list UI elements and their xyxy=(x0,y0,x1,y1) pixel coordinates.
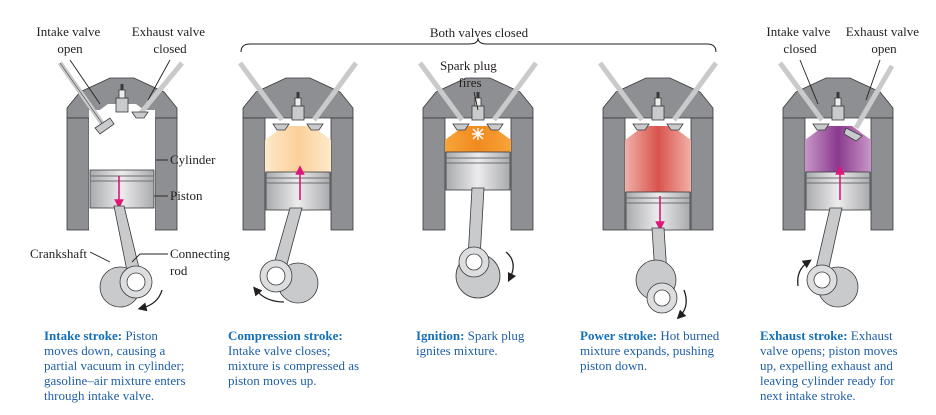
caption-title: Ignition: xyxy=(416,328,465,343)
engine-compression xyxy=(237,61,359,304)
exhaust-valve xyxy=(131,61,184,119)
label-exhaust-valve-closed: Exhaust valve closed xyxy=(132,24,209,56)
spark-icon xyxy=(472,128,484,140)
expanding-gas xyxy=(625,126,691,192)
rotation-arrow xyxy=(137,289,163,312)
both-valves-closed-brace xyxy=(240,37,717,53)
engine-power xyxy=(597,61,719,320)
label-intake-valve-closed: Intake valve closed xyxy=(766,24,833,56)
caption-intake-stroke: Intake stroke: Piston moves down, causin… xyxy=(44,328,186,403)
label-exhaust-valve-open: Exhaust valve open xyxy=(846,24,923,56)
label-intake-valve-open: Intake valve open xyxy=(36,24,103,56)
crankshaft xyxy=(99,265,153,308)
caption-ignition: Ignition: Spark plug ignites mixture. xyxy=(416,328,525,358)
piston xyxy=(89,169,155,209)
spark-plug xyxy=(115,84,129,113)
compressed-mixture xyxy=(265,126,331,172)
caption-title: Power stroke: xyxy=(580,328,658,343)
engine-ignition xyxy=(417,61,539,299)
label-cylinder: Cylinder xyxy=(170,152,216,167)
label-piston: Piston xyxy=(170,188,203,203)
engine-intake xyxy=(57,61,184,312)
label-both-valves-closed: Both valves closed xyxy=(430,25,529,40)
caption-power-stroke: Power stroke: Hot burned mixture expands… xyxy=(580,328,720,373)
caption-title: Compression stroke: xyxy=(228,328,343,343)
leader-lines xyxy=(69,59,881,263)
caption-title: Exhaust stroke: xyxy=(760,328,848,343)
caption-exhaust-stroke: Exhaust stroke: Exhaust valve opens; pis… xyxy=(760,328,898,403)
caption-title: Intake stroke: xyxy=(44,328,123,343)
intake-valve xyxy=(57,61,115,135)
engine-exhaust xyxy=(777,61,895,308)
caption-compression-stroke: Compression stroke: Intake valve closes;… xyxy=(228,328,360,388)
exhaust-gas xyxy=(805,126,871,172)
label-crankshaft: Crankshaft xyxy=(30,246,87,261)
label-spark-plug-fires: Spark plug fires xyxy=(440,58,500,90)
label-connecting-rod: Connecting rod xyxy=(170,246,233,278)
